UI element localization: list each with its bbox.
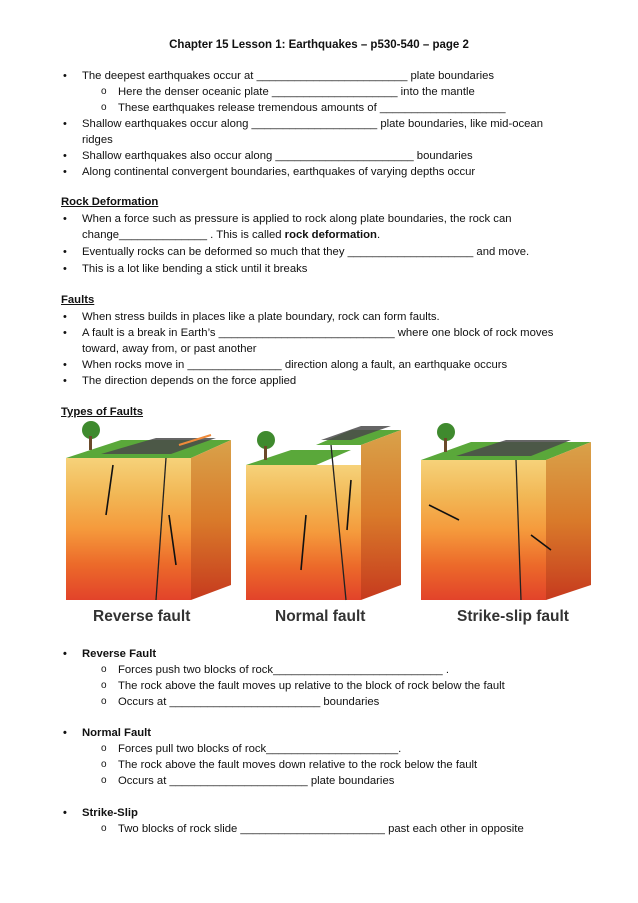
fault-types-figure: Reverse fault Normal fault Strike-slip f… (61, 420, 604, 632)
page-title: Chapter 15 Lesson 1: Earthquakes – p530-… (169, 39, 469, 51)
bullet-force-pressure: When a force such as pressure is applied… (63, 212, 512, 226)
bullet-fault-break-cont: toward, away from, or past another (82, 343, 257, 355)
label-strike-slip-fault: Strike-slip fault (457, 608, 569, 625)
text-change-blank: change______________ . This is called (82, 229, 285, 241)
bullet-continental-convergent: Along continental convergent boundaries,… (63, 165, 475, 179)
tree-icon (257, 431, 275, 449)
text-period: . (376, 229, 381, 241)
bullet-force-pressure-cont: change______________ . This is called ro… (82, 228, 380, 242)
reverse-occurs-at: Occurs at ________________________ bound… (101, 695, 379, 709)
strike-slip-fault-block (421, 423, 591, 601)
bullet-eventually-rocks: Eventually rocks can be deformed so much… (63, 245, 529, 259)
sub-bullet-oceanic-plate: Here the denser oceanic plate __________… (101, 85, 475, 99)
normal-fault-block (246, 426, 401, 601)
tree-icon (437, 423, 455, 441)
bullet-direction-force: The direction depends on the force appli… (63, 374, 296, 388)
bullet-shallow-also: Shallow earthquakes also occur along ___… (63, 149, 473, 163)
tree-icon (82, 421, 100, 439)
fault-diagram (66, 421, 591, 601)
title-reverse-fault: Reverse Fault (63, 647, 156, 661)
normal-occurs-at: Occurs at ______________________ plate b… (101, 774, 394, 788)
term-rock-deformation: rock deformation (284, 229, 377, 241)
bullet-fault-break: A fault is a break in Earth’s __________… (63, 326, 553, 340)
bullet-shallow-earthquakes-cont: ridges (82, 134, 113, 146)
bullet-deepest-earthquakes: The deepest earthquakes occur at _______… (63, 69, 494, 83)
bullet-shallow-earthquakes: Shallow earthquakes occur along ________… (63, 117, 543, 131)
normal-forces-pull: Forces pull two blocks of rock__________… (101, 742, 401, 756)
label-reverse-fault: Reverse fault (93, 608, 191, 625)
bullet-bending-stick: This is a lot like bending a stick until… (63, 262, 307, 276)
heading-types-of-faults: Types of Faults (61, 406, 144, 418)
normal-rock-moves-down: The rock above the fault moves down rela… (101, 758, 477, 772)
heading-rock-deformation: Rock Deformation (61, 196, 159, 208)
reverse-rock-moves-up: The rock above the fault moves up relati… (101, 679, 505, 693)
strike-slip-slide: Two blocks of rock slide _______________… (101, 822, 524, 836)
heading-faults: Faults (61, 294, 95, 306)
label-normal-fault: Normal fault (275, 608, 366, 625)
title-normal-fault: Normal Fault (63, 726, 151, 740)
bullet-stress-builds: When stress builds in places like a plat… (63, 310, 440, 324)
bullet-rocks-move: When rocks move in _______________ direc… (63, 358, 507, 372)
sub-bullet-tremendous-amounts: These earthquakes release tremendous amo… (101, 101, 506, 115)
reverse-fault-block (66, 421, 231, 601)
reverse-forces-push: Forces push two blocks of rock__________… (101, 663, 449, 677)
title-strike-slip: Strike-Slip (63, 806, 138, 820)
